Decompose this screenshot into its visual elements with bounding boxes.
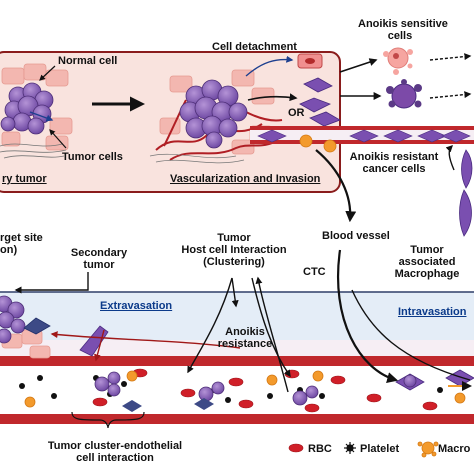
label-tumor-host-interaction: Tumor Host cell Interaction (Clustering) (166, 232, 302, 268)
label-primary-tumor: ry tumor (2, 173, 47, 185)
label-anoikis-resistance: Anoikis resistance (210, 326, 280, 350)
legend-rbc-icon (288, 443, 304, 453)
label-cluster-endothelial-line2: cell interaction (76, 452, 154, 464)
label-anoikis-sensitive-line2: cells (387, 30, 413, 42)
label-cluster-endothelial: Tumor cluster-endothelial cell interacti… (30, 440, 200, 464)
label-anoikis-resistance-line1: Anoikis (225, 326, 265, 338)
label-secondary-tumor: Secondary tumor (64, 247, 134, 271)
sensitive-arrow (339, 58, 378, 73)
extravasating-cells (79, 325, 109, 357)
death-arrow-2 (429, 91, 472, 99)
label-target-site-line1: rget site (0, 232, 43, 244)
label-anoikis-sensitive-line1: Anoikis sensitive (358, 18, 448, 30)
legend-platelet-icon (344, 442, 356, 454)
legend (288, 441, 439, 458)
normal-cell-pointer (39, 65, 56, 81)
stroma-fibers-middle (149, 153, 245, 164)
label-target-site-line2: on) (0, 244, 18, 256)
extravasation-arrow (94, 329, 105, 362)
clustering-arrow-1 (187, 277, 233, 374)
label-vascularization-invasion: Vascularization and Invasion (170, 173, 321, 185)
stroma-fibers-left (0, 143, 67, 159)
resistant-arrow (445, 145, 455, 171)
invading-mesenchymal-cells (299, 77, 341, 127)
anoikis-resistance-arrow (231, 277, 239, 308)
ctc-arrow (351, 289, 471, 381)
legend-macrophage-icon (417, 441, 439, 458)
vessel-tumor-clusters (94, 371, 417, 406)
label-extravasation: Extravasation (100, 300, 173, 312)
label-tumor-host-line2: Host cell Interaction (181, 244, 287, 256)
label-cluster-endothelial-line1: Tumor cluster-endothelial (47, 440, 183, 452)
upper-endothelial-cells (257, 129, 471, 143)
label-tumor-cells: Tumor cells (62, 151, 123, 163)
primary-blue-arrow (29, 111, 54, 122)
secondary-tumor (0, 295, 26, 344)
label-cell-detachment: Cell detachment (212, 41, 297, 53)
label-normal-cell: Normal cell (58, 55, 118, 67)
death-arrow-1 (429, 53, 472, 61)
lower-vessel-wall-top (0, 356, 474, 366)
label-anoikis-resistance-line2: resistance (217, 338, 273, 350)
label-anoikis-resistant-line1: Anoikis resistant (349, 151, 439, 163)
vessel-blue-cells (122, 398, 214, 412)
lower-vessel-wall-bottom (0, 414, 474, 424)
label-anoikis-resistant: Anoikis resistant cancer cells (336, 151, 452, 175)
tam-spindle-cells (459, 149, 473, 237)
apoptotic-cell (386, 79, 422, 109)
label-tumor-host-line3: (Clustering) (203, 256, 265, 268)
vessel-macrophages (24, 370, 466, 408)
primary-tumor-cluster (0, 82, 54, 135)
secondary-tumor-pointer (14, 272, 89, 294)
upper-macrophages (299, 134, 337, 153)
lower-vessel-lumen (0, 366, 474, 414)
label-tam: Tumor associated Macrophage (380, 244, 474, 280)
label-or: OR (288, 107, 305, 119)
label-blood-vessel: Blood vessel (322, 230, 390, 242)
label-secondary-tumor-line1: Secondary (70, 247, 128, 259)
legend-platelet-label: Platelet (360, 443, 400, 455)
intercluster-arrow (255, 276, 289, 393)
vessel-platelets (19, 375, 443, 403)
legend-rbc-label: RBC (308, 443, 332, 455)
label-secondary-tumor-line2: tumor (83, 259, 115, 271)
extravasated-cell (23, 317, 51, 335)
tumor-cells-pointer (49, 129, 67, 149)
label-tumor-host-line1: Tumor (217, 232, 251, 244)
label-tam-line2: associated (398, 256, 456, 268)
return-arrow (50, 331, 241, 349)
legend-macrophage-label: Macro (438, 443, 471, 455)
normal-tissue-cells-left (1, 63, 73, 151)
detachment-arrow (245, 55, 294, 77)
label-tam-line1: Tumor (410, 244, 444, 256)
label-intravasation: Intravasation (398, 306, 467, 318)
label-tam-line3: Macrophage (394, 268, 460, 280)
label-target-site: rget site on) (0, 232, 43, 256)
invasion-arrow (247, 93, 298, 102)
label-ctc: CTC (303, 266, 326, 278)
label-anoikis-resistant-line2: cancer cells (362, 163, 426, 175)
cluster-brace (71, 411, 145, 429)
blood-vessel-arrow (315, 149, 357, 223)
vessel-rbcs (92, 368, 438, 413)
clustering-arrow-2 (251, 277, 291, 378)
vascularized-tumor (179, 79, 248, 149)
anoikis-sensitive-cell (383, 47, 413, 75)
intravasation-arrow (337, 249, 399, 383)
label-anoikis-sensitive: Anoikis sensitive cells (358, 18, 448, 42)
